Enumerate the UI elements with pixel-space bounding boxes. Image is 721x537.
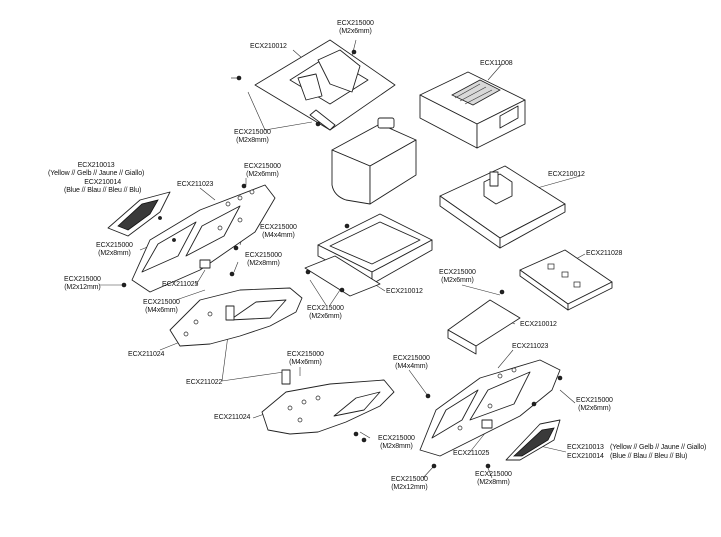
label-ecx211024-left: ECX211024	[128, 351, 165, 358]
label-ecx210013-right: ECX210013	[567, 444, 604, 451]
chassis-plate-small	[519, 249, 613, 311]
label-ecx210014-right: ECX210014	[567, 453, 604, 460]
label-ecx211028: ECX211028	[586, 250, 623, 257]
label-ecx215000-top: ECX215000(M2x6mm)	[337, 20, 374, 35]
guard-right	[505, 419, 561, 461]
label-ecx215000-m2x6-left: ECX215000(M2x6mm)	[244, 163, 281, 178]
label-ecx211022: ECX211022	[186, 379, 223, 386]
label-ecx210012-top: ECX210012	[250, 43, 287, 50]
label-ecx210013-left: ECX210013(Yellow // Gelb // Jaune // Gia…	[48, 162, 145, 177]
label-ecx211025-left: ECX211025	[162, 281, 199, 288]
battery-pack	[331, 117, 417, 205]
label-ecx215000-m2x8-right: ECX215000(M2x8mm)	[475, 471, 512, 486]
side-plate-left-upper	[121, 183, 276, 293]
label-ecx215000-m4x4-left: ECX215000(M4x4mm)	[260, 224, 297, 239]
label-ecx210014-right-desc: (Blue // Blau // Bleu // Blu)	[610, 453, 688, 460]
label-ecx215000-m2x8-low: ECX215000(M2x8mm)	[378, 435, 415, 450]
label-ecx215000-m2x8-mid: ECX215000(M2x8mm)	[245, 252, 282, 267]
label-ecx210012-tray2: ECX210012	[386, 288, 423, 295]
side-plate-right	[419, 359, 563, 469]
label-ecx215000-m2x6-tray2: ECX215000(M2x6mm)	[307, 305, 344, 320]
label-ecx215000-m2x12-right: ECX215000(M2x12mm)	[391, 476, 428, 491]
label-ecx215000-m2x8-left: ECX215000(M2x8mm)	[96, 242, 133, 257]
label-ecx215000-m4x4-right: ECX215000(M4x4mm)	[393, 355, 430, 370]
label-ecx215000-m4x6-left: ECX215000(M4x6mm)	[143, 299, 180, 314]
label-ecx211025-right: ECX211025	[453, 450, 490, 457]
side-plate-mid-lower	[261, 369, 395, 443]
label-ecx215000-m2x6-cover: ECX215000(M2x6mm)	[439, 269, 476, 284]
side-plate-left-lower	[169, 287, 303, 347]
label-ecx211024-mid: ECX211024	[214, 414, 251, 421]
label-ecx210014-left: ECX210014(Blue // Blau // Bleu // Blu)	[64, 179, 142, 194]
label-ecx215000-m2x12-left: ECX215000(M2x12mm)	[64, 276, 101, 291]
label-ecx215000-m4x6-mid: ECX215000(M4x6mm)	[287, 351, 324, 366]
radio-tray-top	[231, 39, 396, 131]
servo-mount-right	[439, 165, 566, 249]
label-ecx215000-tray: ECX215000(M2x8mm)	[234, 129, 271, 144]
label-ecx211023-left: ECX211023	[177, 181, 214, 188]
label-ecx210012-right: ECX210012	[548, 171, 585, 178]
label-ecx210012-cover: ECX210012	[520, 321, 557, 328]
label-ecx215000-m2x6-right: ECX215000(M2x6mm)	[576, 397, 613, 412]
guard-left	[107, 191, 171, 237]
label-ecx211023-right: ECX211023	[512, 343, 549, 350]
cover-plate	[447, 289, 521, 355]
label-ecx11008: ECX11008	[480, 60, 513, 67]
esc-unit	[419, 71, 526, 149]
label-ecx210013-right-desc: (Yellow // Gelb // Jaune // Giallo)	[610, 444, 707, 451]
servo-tray-lower	[304, 213, 433, 297]
